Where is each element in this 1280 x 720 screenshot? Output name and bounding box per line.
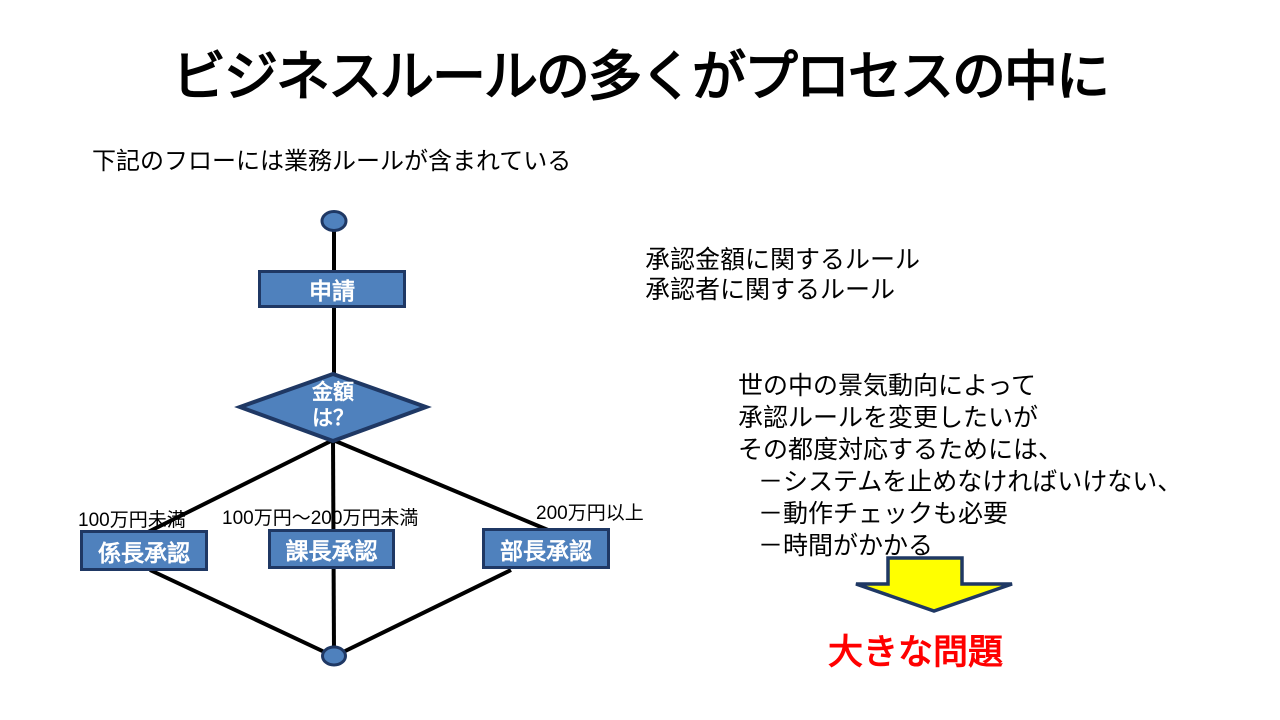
connector-left-to-end [149,568,334,658]
conclusion-text: 大きな問題 [828,633,1004,672]
branch-label-1m-to-2m: 100万円～200万円未満 [222,508,419,529]
connector-right-to-end [334,568,512,658]
end-terminator [321,645,347,667]
node-decision-label: 金額 は？ [312,381,354,430]
start-terminator [320,210,348,232]
branch-label-under-1m: 100万円未満 [78,510,186,531]
concerns-line-2: 承認ルールを変更したいが [738,404,1039,432]
concerns-line-6: －時間がかかる [758,532,934,560]
rules-note: 承認金額に関するルール 承認者に関するルール [645,245,920,305]
branch-label-over-2m: 200万円以上 [536,503,644,524]
rules-note-line-1: 承認金額に関するルール [645,246,921,274]
concerns-line-4: －システムを止めなければいけない、 [758,468,1183,496]
connector-decision-to-right [332,438,549,532]
concerns-note: 世の中の景気動向によって 承認ルールを変更したいが その都度対応するためには、 … [738,370,1182,562]
node-approve-kakaricho: 係長承認 [80,530,208,571]
rules-note-line-2: 承認者に関するルール [645,276,896,304]
node-application: 申請 [258,270,406,308]
decision-diamond [234,371,432,444]
down-arrow [855,556,1013,613]
connector-decision-to-left [147,438,334,534]
node-approve-kacho: 課長承認 [268,529,395,569]
concerns-line-5: －動作チェックも必要 [758,500,1009,528]
concerns-line-1: 世の中の景気動向によって [738,372,1037,400]
node-approve-bucho: 部長承認 [482,528,610,569]
slide-title: ビジネスルールの多くがプロセスの中に [172,47,1110,107]
slide-subtitle: 下記のフローには業務ルールが含まれている [92,148,572,175]
concerns-line-3: その都度対応するためには、 [738,436,1064,464]
